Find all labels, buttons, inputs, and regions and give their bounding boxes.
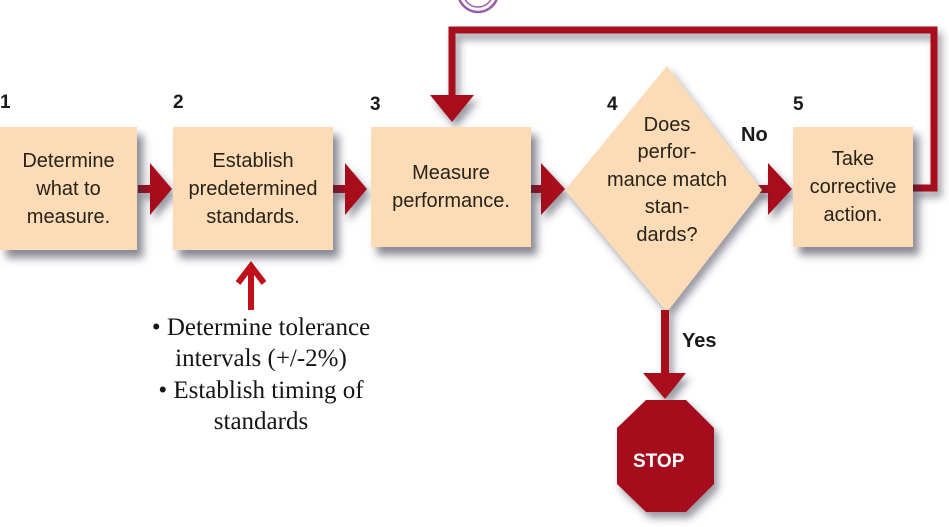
step-box-establish-standards[interactable]: Establish predetermined standards. [173, 127, 333, 250]
stop-sign[interactable] [617, 400, 714, 512]
arrow-yes-to-stop [643, 310, 686, 399]
step-number-3: 3 [370, 94, 381, 115]
step-box-measure-performance[interactable]: Measure performance. [371, 127, 531, 247]
arrow-step1-to-step2 [138, 163, 172, 215]
decision-diamond[interactable] [565, 66, 762, 312]
note-line: • Establish timing of [158, 376, 364, 404]
no-branch-label: No [741, 124, 768, 146]
arrow-no-to-step5 [756, 163, 792, 215]
step-number-1: 1 [0, 92, 11, 113]
step-number-4: 4 [607, 94, 618, 115]
arrow-step2-to-step3 [333, 163, 367, 215]
step-box-take-corrective-action[interactable]: Take corrective action. [793, 127, 913, 247]
arrow-notes-to-step2 [235, 261, 267, 310]
step-number-2: 2 [173, 92, 184, 113]
step-box-determine-what-to-measure[interactable]: Determine what to measure. [0, 127, 137, 250]
note-line: intervals (+/-2%) [175, 345, 347, 373]
decision-text: Does perfor- mance match stan- dards? [606, 114, 728, 246]
note-line: • Determine tolerance [151, 314, 371, 341]
note-line: standards [213, 407, 309, 435]
stop-label: STOP [633, 451, 685, 472]
decoration-ring-icon [458, 0, 498, 14]
arrow-step3-to-step4 [531, 163, 565, 215]
yes-branch-label: Yes [682, 330, 717, 352]
step-number-5: 5 [793, 94, 804, 115]
standards-notes: • Determine tolerance intervals (+/-2%) … [100, 312, 422, 437]
feedback-loop-arrow [430, 26, 938, 192]
